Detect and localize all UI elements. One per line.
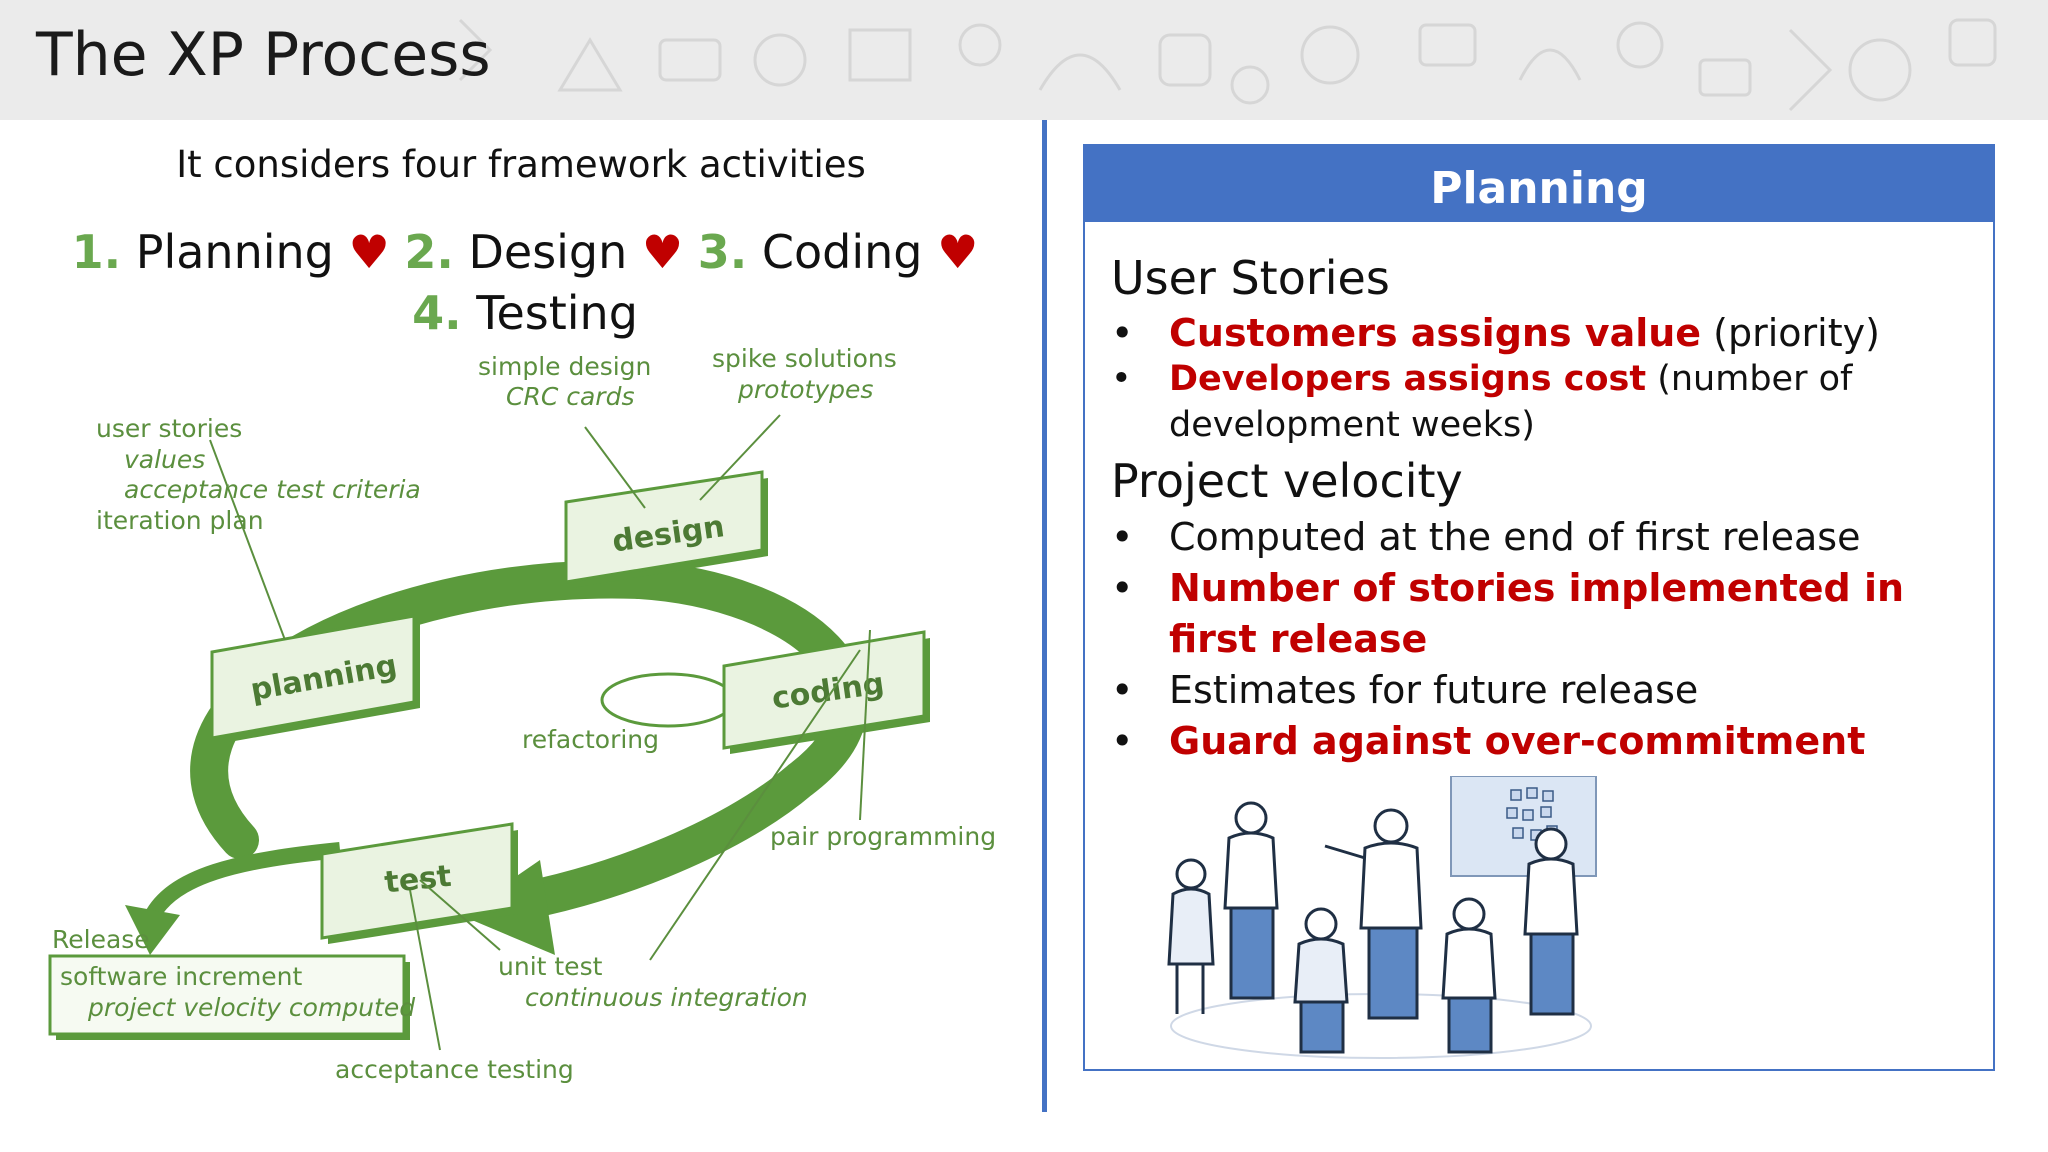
refactoring-loop bbox=[600, 672, 736, 728]
unit-test-label: unit test bbox=[498, 952, 603, 981]
release-box bbox=[48, 954, 410, 1040]
activity-label-design: Design bbox=[468, 225, 628, 279]
planning-note: iteration plan bbox=[96, 506, 264, 535]
continuous-integration-label: continuous integration bbox=[525, 983, 808, 1012]
header-background-icons bbox=[458, 18, 1997, 112]
continuous-integration-leader-line bbox=[649, 649, 861, 961]
panel-header: Planning bbox=[1085, 146, 1993, 222]
column-divider bbox=[1042, 120, 1047, 1112]
activity-number: 4. bbox=[412, 286, 462, 340]
activity-label-planning: Planning bbox=[135, 225, 334, 279]
release-arrow bbox=[142, 842, 341, 924]
title-bar: The XP Process bbox=[0, 0, 2048, 120]
page-title: The XP Process bbox=[36, 20, 491, 90]
activity-list: 1. Planning ♥ 2. Design ♥ 3. Coding ♥ 4.… bbox=[60, 222, 990, 344]
planning-note: user stories bbox=[96, 414, 242, 443]
spike-note: prototypes bbox=[737, 375, 873, 404]
team-meeting-illustration bbox=[1167, 776, 1597, 1059]
planning-leader-line bbox=[209, 439, 286, 641]
design-note: CRC cards bbox=[506, 382, 634, 411]
unit-test-leader-line bbox=[419, 879, 501, 951]
activity-number: 2. bbox=[404, 225, 454, 279]
test-box-label: test bbox=[383, 859, 453, 901]
user-stories-heading: User Stories bbox=[1111, 251, 1390, 305]
velocity-heading: Project velocity bbox=[1111, 454, 1463, 508]
refactoring-label: refactoring bbox=[522, 725, 659, 754]
release-note: project velocity computed bbox=[87, 993, 415, 1022]
heart-icon: ♥ bbox=[348, 225, 390, 279]
design-leader-line bbox=[584, 426, 646, 509]
heart-icon: ♥ bbox=[937, 225, 979, 279]
coding-box: coding bbox=[722, 630, 930, 754]
user-stories-list: Customers assigns value (priority) Devel… bbox=[1111, 310, 1971, 448]
list-item: Developers assigns cost (number of devel… bbox=[1111, 356, 1971, 448]
list-item: Estimates for future release bbox=[1111, 665, 1971, 716]
release-note: software increment bbox=[60, 962, 303, 991]
list-item: Computed at the end of first release bbox=[1111, 512, 1971, 563]
activity-label-coding: Coding bbox=[761, 225, 923, 279]
test-box: test bbox=[320, 822, 518, 944]
xp-cycle-diagram: planning design coding test user stories… bbox=[48, 344, 996, 1084]
activity-number: 3. bbox=[697, 225, 748, 279]
heart-icon: ♥ bbox=[641, 225, 684, 279]
pair-programming-leader-line bbox=[859, 629, 871, 821]
planning-box: planning bbox=[210, 614, 420, 744]
pair-programming-label: pair programming bbox=[770, 822, 996, 851]
velocity-list: Computed at the end of first release Num… bbox=[1111, 512, 1971, 767]
list-item: Number of stories implemented in first r… bbox=[1111, 563, 1971, 665]
activity-label-testing: Testing bbox=[476, 286, 638, 340]
planning-panel: Planning User Stories Customers assigns … bbox=[1083, 144, 1995, 1071]
acceptance-testing-label: acceptance testing bbox=[335, 1055, 574, 1084]
list-item: Customers assigns value (priority) bbox=[1111, 310, 1971, 356]
list-item: Guard against over-commitment bbox=[1111, 716, 1971, 767]
spike-leader-line bbox=[699, 414, 781, 501]
release-label: Release bbox=[52, 925, 150, 954]
planning-note: values bbox=[124, 445, 205, 474]
planning-note: acceptance test criteria bbox=[124, 475, 421, 504]
design-note: simple design bbox=[478, 352, 651, 381]
activity-number: 1. bbox=[71, 225, 122, 279]
acceptance-testing-leader-line bbox=[409, 889, 441, 1051]
intro-text: It considers four framework activities bbox=[176, 143, 866, 186]
release-arrowhead bbox=[125, 905, 180, 955]
design-box: design bbox=[564, 470, 768, 588]
spike-note: spike solutions bbox=[712, 344, 897, 373]
